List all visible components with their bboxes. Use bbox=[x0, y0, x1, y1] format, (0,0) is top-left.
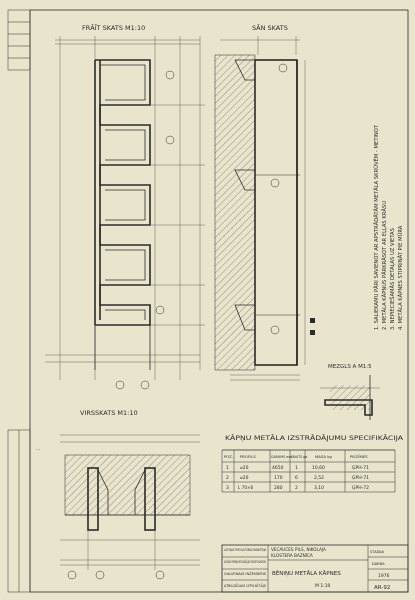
th-skaits: SKAITS gb. bbox=[291, 455, 308, 459]
annotation-line-4: 4. METĀLA KĀPNES STIPRINĀT PIE MŪRA bbox=[397, 225, 404, 330]
annotations: 1. SALIEKAMU PĀRI SAVIENOT AR APSTRĀDĀTĀ… bbox=[373, 124, 404, 330]
front-view-title: FRĀĪT SKATS M1:10 bbox=[82, 23, 145, 32]
tb-drawing-name: BĒNIŅU METĀLA KĀPNES bbox=[272, 570, 341, 577]
cell-r1-garums: 4650 bbox=[272, 465, 284, 471]
cell-r3-skaits: 2 bbox=[295, 485, 298, 491]
cell-r2-skaits: 6 bbox=[295, 475, 298, 481]
cell-r2-poz: 2 bbox=[226, 475, 229, 481]
front-view bbox=[45, 36, 205, 390]
tb-role-2: ATBILDĪGAIS IZPILDĪTĀJS bbox=[224, 583, 266, 588]
cell-r1-piezimes: ĢPH-71 bbox=[352, 465, 369, 471]
cell-r2-masa: 2,52 bbox=[314, 475, 324, 481]
cell-r1-poz: 1 bbox=[226, 465, 229, 471]
svg-text:...: ... bbox=[36, 447, 40, 452]
tb-object-1: VECAUCES PILS, NIKOLAJA bbox=[271, 547, 326, 552]
annotation-line-3: 3. NEPIECIEŠAMĀS DETAĻAS UZ VIETAS bbox=[389, 228, 396, 330]
tb-year: 1976 bbox=[378, 573, 390, 579]
top-view-title: VIRSSKATS M1:10 bbox=[80, 409, 138, 417]
cell-r1-profils: ⌀20 bbox=[240, 465, 249, 471]
annotation-line-2: 2. METĀLA KĀPŅUS PĀRKRĀSOT AR EĻĻAS KRĀS… bbox=[381, 201, 388, 330]
tb-object-2: KLOSTERA BAZNĪCA bbox=[271, 553, 313, 558]
cell-r2-garums: 170 bbox=[274, 475, 283, 481]
tb-scale: M 1:10 bbox=[315, 583, 331, 589]
cell-r3-masa: 3,10 bbox=[314, 485, 324, 491]
cell-r1-skaits: 1 bbox=[295, 465, 298, 471]
title-block bbox=[221, 544, 409, 593]
th-garums: GARUMS mm bbox=[271, 455, 292, 459]
tb-stage-label: STADIJA bbox=[370, 550, 384, 554]
cell-r3-piezimes: ĢPH-72 bbox=[352, 485, 369, 491]
left-strip bbox=[7, 9, 31, 593]
cell-r2-profils: ⌀20 bbox=[240, 475, 249, 481]
tb-stage-value: DARBA bbox=[372, 562, 385, 566]
side-view-title: SĀN SKATS bbox=[252, 23, 288, 32]
spec-table bbox=[221, 449, 396, 493]
cell-r3-poz: 3 bbox=[226, 485, 229, 491]
spec-table-title: KĀPŅU METĀLA IZSTRĀDĀJUMU SPECIFIKĀCIJA bbox=[225, 435, 403, 442]
wall-hatch bbox=[215, 55, 255, 370]
cell-r1-masa: 10,60 bbox=[312, 465, 325, 471]
tb-role-1: GALVENAIS INŽENIERIS bbox=[224, 571, 266, 576]
th-masa: MASA kg bbox=[315, 454, 332, 459]
tb-sheet-no: AR-92 bbox=[374, 585, 390, 591]
cell-r3-garums: 280 bbox=[274, 485, 283, 491]
cell-r2-piezimes: ĢPH-71 bbox=[352, 475, 369, 481]
top-view: ... bbox=[36, 434, 200, 580]
section-a bbox=[320, 375, 380, 420]
th-poz: POZ. bbox=[224, 454, 233, 459]
tb-org-2: KULTŪRAS PIEMIŅU RESTAURĀCIJAS PROJEKTU … bbox=[224, 559, 266, 564]
th-piezimes: PIEZĪMES bbox=[350, 454, 368, 459]
border-frame bbox=[29, 9, 409, 593]
side-view bbox=[214, 36, 315, 381]
cell-r3-profils: L 70×6 bbox=[238, 485, 254, 490]
section-title: MEZGLS A M1:5 bbox=[328, 364, 372, 370]
th-profils: PROFILS bbox=[240, 454, 256, 459]
tb-org-1: LATVIJAS PSR KULTŪRAS MINISTRIJA bbox=[224, 547, 267, 552]
annotation-line-1: 1. SALIEKAMU PĀRI SAVIENOT AR APSTRĀDĀTĀ… bbox=[373, 124, 380, 330]
